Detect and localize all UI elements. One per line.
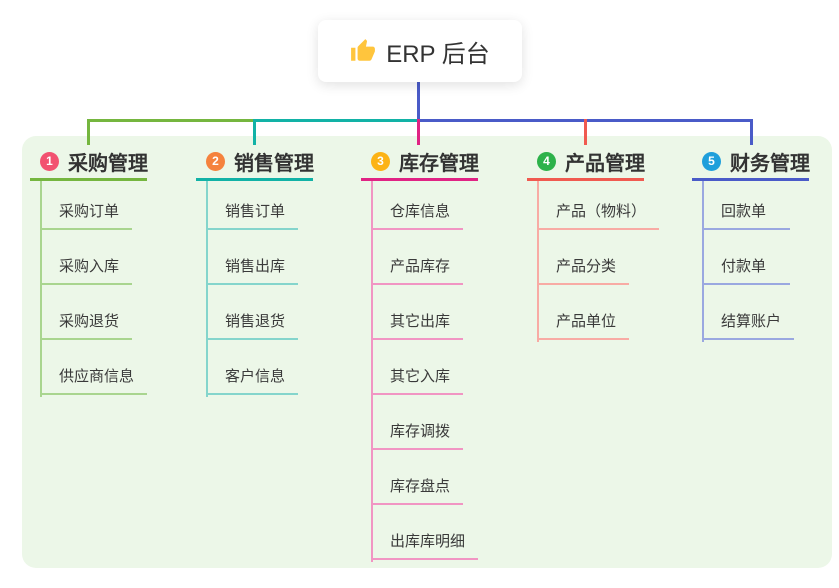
child-item[interactable]: 供应商信息 — [40, 340, 148, 395]
child-item[interactable]: 产品分类 — [537, 230, 630, 285]
connector-drop-branch4 — [584, 119, 587, 145]
child-spine — [206, 181, 208, 397]
child-item[interactable]: 其它入库 — [371, 340, 464, 395]
child-item[interactable]: 销售出库 — [206, 230, 299, 285]
child-item[interactable]: 销售退货 — [206, 285, 299, 340]
child-item[interactable]: 销售订单 — [206, 181, 299, 230]
child-item[interactable]: 付款单 — [702, 230, 790, 285]
child-item[interactable]: 产品（物料） — [537, 181, 660, 230]
child-item[interactable]: 库存调拨 — [371, 395, 464, 450]
branch-children: 回款单 付款单 结算账户 — [702, 181, 810, 342]
branch-underline — [30, 178, 147, 181]
child-item[interactable]: 采购入库 — [40, 230, 133, 285]
branch-number-badge: 5 — [702, 151, 721, 171]
branch-title-label: 库存管理 — [399, 152, 479, 175]
branch-title[interactable]: 4 产品管理 — [527, 148, 659, 175]
branch-number-badge: 3 — [371, 151, 390, 171]
connector-horizontal-branch2 — [253, 119, 419, 122]
branch-finance: 5 财务管理 回款单 付款单 结算账户 — [692, 148, 810, 342]
branch-number-badge: 2 — [206, 151, 225, 171]
branch-title[interactable]: 3 库存管理 — [361, 148, 479, 175]
branch-inventory: 3 库存管理 仓库信息 产品库存 其它出库 其它入库 库存调拨 库存盘点 出库库… — [361, 148, 479, 562]
connector-drop-branch3 — [417, 119, 420, 145]
child-item[interactable]: 出库库明细 — [371, 505, 479, 560]
branch-children: 仓库信息 产品库存 其它出库 其它入库 库存调拨 库存盘点 出库库明细 — [371, 181, 479, 562]
branch-children: 销售订单 销售出库 销售退货 客户信息 — [206, 181, 314, 397]
branch-title[interactable]: 1 采购管理 — [30, 148, 148, 175]
branch-underline — [527, 178, 644, 181]
child-item[interactable]: 仓库信息 — [371, 181, 464, 230]
mindmap-panel — [22, 136, 832, 568]
child-spine — [537, 181, 539, 342]
branch-children: 采购订单 采购入库 采购退货 供应商信息 — [40, 181, 148, 397]
branch-title-label: 销售管理 — [234, 152, 314, 175]
connector-drop-branch2 — [253, 119, 256, 145]
branch-title-label: 产品管理 — [565, 152, 645, 175]
connector-root-stem — [417, 82, 420, 120]
child-item[interactable]: 回款单 — [702, 181, 790, 230]
child-item[interactable]: 库存盘点 — [371, 450, 464, 505]
branch-underline — [196, 178, 313, 181]
child-item[interactable]: 产品库存 — [371, 230, 464, 285]
child-item[interactable]: 其它出库 — [371, 285, 464, 340]
branch-purchase: 1 采购管理 采购订单 采购入库 采购退货 供应商信息 — [30, 148, 148, 397]
connector-horizontal-branch1 — [87, 119, 255, 122]
root-label: ERP 后台 — [386, 40, 490, 68]
branch-number-badge: 1 — [40, 151, 59, 171]
child-spine — [371, 181, 373, 562]
child-item[interactable]: 结算账户 — [702, 285, 795, 340]
child-spine — [40, 181, 42, 397]
branch-title[interactable]: 5 财务管理 — [692, 148, 810, 175]
branch-sales: 2 销售管理 销售订单 销售出库 销售退货 客户信息 — [196, 148, 314, 397]
child-spine — [702, 181, 704, 342]
connector-drop-branch1 — [87, 119, 90, 145]
child-item[interactable]: 采购订单 — [40, 181, 133, 230]
child-item[interactable]: 客户信息 — [206, 340, 299, 395]
branch-product: 4 产品管理 产品（物料） 产品分类 产品单位 — [527, 148, 660, 342]
branch-underline — [692, 178, 809, 181]
thumbs-up-icon — [351, 39, 376, 61]
child-item[interactable]: 采购退货 — [40, 285, 133, 340]
branch-title-label: 财务管理 — [730, 152, 810, 175]
branch-title-label: 采购管理 — [68, 152, 148, 175]
root-node[interactable]: ERP 后台 — [318, 20, 522, 82]
branch-title[interactable]: 2 销售管理 — [196, 148, 314, 175]
child-item[interactable]: 产品单位 — [537, 285, 630, 340]
branch-number-badge: 4 — [537, 151, 556, 171]
branch-children: 产品（物料） 产品分类 产品单位 — [537, 181, 660, 342]
connector-drop-branch5 — [750, 119, 753, 145]
branch-underline — [361, 178, 478, 181]
